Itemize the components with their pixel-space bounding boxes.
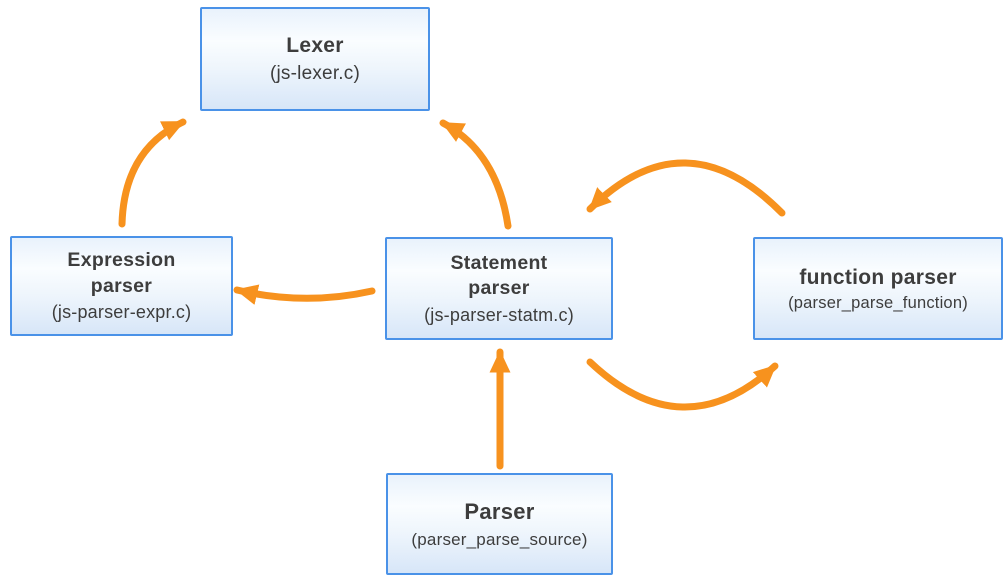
node-expression-parser-title: Expression parser — [67, 249, 176, 297]
node-lexer-title: Lexer — [286, 34, 344, 58]
node-function-parser: function parser (parser_parse_function) — [753, 237, 1003, 340]
node-statement-parser-subtitle: (js-parser-statm.c) — [424, 304, 574, 325]
node-parser-title: Parser — [464, 499, 535, 525]
arrow-function-parser-to-statement-parser — [586, 159, 786, 217]
node-lexer: Lexer (js-lexer.c) — [200, 7, 430, 111]
node-lexer-subtitle: (js-lexer.c) — [269, 62, 360, 84]
node-function-parser-subtitle: (parser_parse_function) — [788, 293, 968, 312]
arrow-statement-parser-to-expression-parser — [233, 284, 376, 305]
arrow-expression-parser-to-lexer — [118, 118, 187, 228]
node-statement-parser: Statement parser (js-parser-statm.c) — [385, 237, 613, 340]
arrow-statement-parser-to-lexer — [439, 119, 512, 230]
node-parser: Parser (parser_parse_source) — [386, 473, 613, 575]
node-function-parser-title: function parser — [799, 265, 957, 289]
node-expression-parser: Expression parser (js-parser-expr.c) — [10, 236, 233, 336]
node-statement-parser-title: Statement parser — [450, 251, 548, 300]
node-parser-subtitle: (parser_parse_source) — [411, 529, 588, 549]
arrow-statement-parser-to-function-parser — [586, 358, 779, 411]
node-expression-parser-subtitle: (js-parser-expr.c) — [51, 302, 192, 323]
